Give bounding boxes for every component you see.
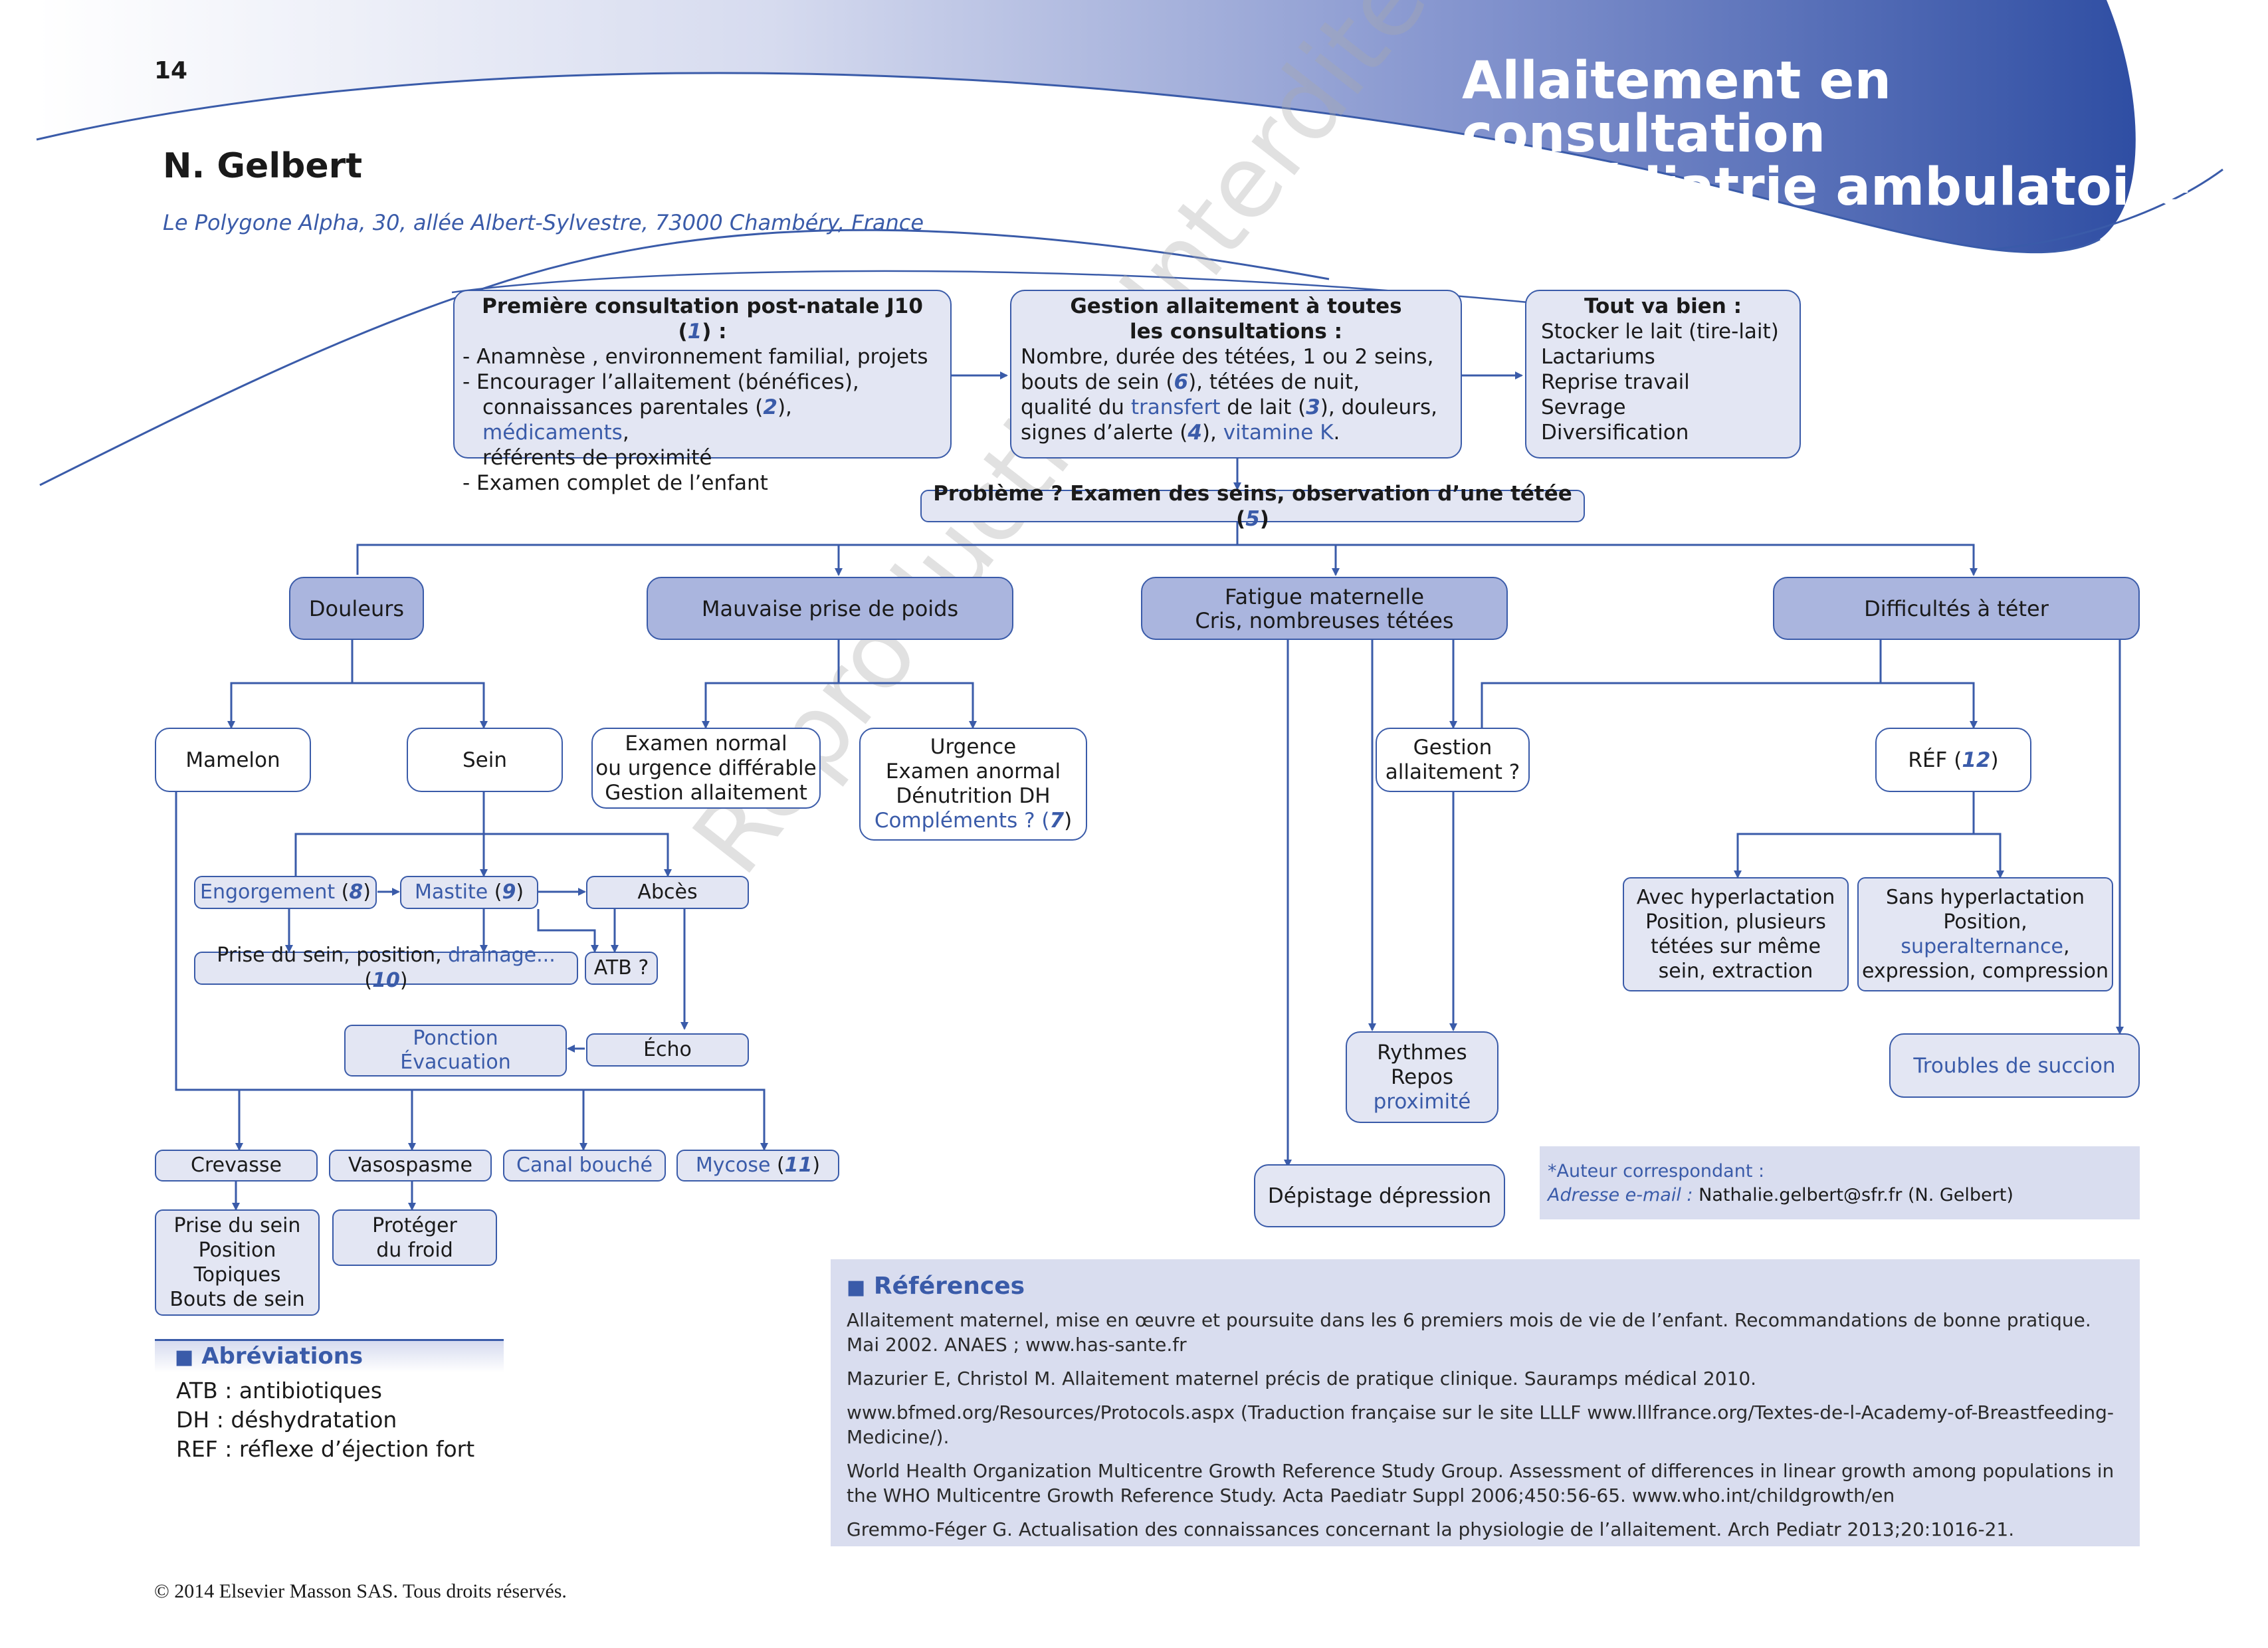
gestion-title-2: les consultations : — [1130, 320, 1342, 344]
copyright: © 2014 Elsevier Masson SAS. Tous droits … — [154, 1580, 567, 1602]
gestion-title-1: Gestion allaitement à toutes — [1070, 294, 1402, 318]
abbreviations-title: ■ Abréviations — [155, 1339, 504, 1372]
email[interactable]: Nathalie.gelbert@sfr.fr (N. Gelbert) — [1699, 1185, 2013, 1205]
reference-item: www.bfmed.org/Resources/Protocols.aspx (… — [847, 1401, 2114, 1448]
mamelon-node: Mamelon — [155, 728, 311, 792]
ref-node: RÉF (12) — [1875, 728, 2031, 792]
ok-item: Lactariums — [1541, 345, 1655, 369]
abbreviation-item: DH : déshydratation — [176, 1407, 397, 1433]
corresponding-author: *Auteur correspondant : Adresse e-mail :… — [1540, 1146, 2140, 1219]
abces-node: Abcès — [586, 876, 749, 909]
sein-node: Sein — [407, 728, 563, 792]
author: N. Gelbert — [163, 146, 363, 186]
gestion-line-1: Nombre, durée des tétées, 1 ou 2 seins, — [1021, 345, 1434, 369]
ok-item: Sevrage — [1541, 395, 1626, 419]
tout-va-bien-title: Tout va bien : — [1584, 294, 1742, 318]
title-line-1: Allaitement en consultation — [1462, 51, 1891, 164]
gestion-line-2: bouts de sein (6), tétées de nuit, — [1021, 370, 1360, 394]
gestion-box: Gestion allaitement à toutes les consult… — [1010, 290, 1462, 459]
ok-item: Diversification — [1541, 421, 1689, 445]
reference-item: Gremmo-Féger G. Actualisation des connai… — [847, 1518, 2015, 1540]
ok-item: Stocker le lait (tire-lait) — [1541, 320, 1779, 344]
first-line-2: - Encourager l’allaitement (bénéfices), — [463, 370, 859, 394]
category-prise-de-poids: Mauvaise prise de poids — [647, 577, 1013, 640]
abbreviation-item: REF : réflexe d’éjection fort — [176, 1436, 475, 1462]
category-difficultes: Difficultés à téter — [1773, 577, 2140, 640]
canal-bouche-node: Canal bouché — [503, 1150, 666, 1182]
first-line-3: connaissances parentales (2), médicament… — [482, 395, 792, 445]
engorgement-node: Engorgement (8) — [194, 876, 377, 909]
crevasse-node: Crevasse — [155, 1150, 318, 1182]
depistage-node: Dépistage dépression — [1254, 1164, 1505, 1227]
troubles-succion-node: Troubles de succion — [1889, 1033, 2140, 1098]
header-wave — [36, 0, 2223, 486]
mycose-node: Mycose (11) — [676, 1150, 839, 1182]
category-douleurs: Douleurs — [289, 577, 424, 640]
first-line-4: référents de proximité — [482, 446, 712, 470]
mastite-node: Mastite (9) — [400, 876, 538, 909]
first-line-5: - Examen complet de l’enfant — [463, 471, 768, 495]
references-panel: ■ Références Allaitement maternel, mise … — [831, 1259, 2140, 1546]
gestion-line-3: qualité du transfert de lait (3), douleu… — [1021, 395, 1437, 419]
email-label: Adresse e-mail : — [1548, 1185, 1693, 1205]
vasospasme-node: Vasospasme — [329, 1150, 492, 1182]
echo-node: Écho — [586, 1033, 749, 1067]
gestion-line-4: signes d’alerte (4), vitamine K. — [1021, 421, 1340, 445]
references-title: ■ Références — [847, 1273, 1025, 1300]
atb-node: ATB ? — [585, 952, 658, 985]
reference-item: Allaitement maternel, mise en œuvre et p… — [847, 1309, 2091, 1356]
page-number: 14 — [154, 57, 188, 84]
abbreviation-item: ATB : antibiotiques — [176, 1378, 382, 1403]
probleme-box: Problème ? Examen des seins, observation… — [920, 482, 1585, 531]
corresponding-label: *Auteur correspondant : — [1548, 1161, 1765, 1182]
ok-item: Reprise travail — [1541, 370, 1690, 394]
reference-item: Mazurier E, Christol M. Allaitement mate… — [847, 1368, 1757, 1390]
page-title: Allaitement en consultation de pédiatrie… — [1462, 54, 2268, 214]
first-consultation-title: Première consultation post-natale J10 (1… — [482, 294, 923, 344]
tout-va-bien-box: Tout va bien : Stocker le lait (tire-lai… — [1525, 290, 1801, 459]
reference-item: World Health Organization Multicentre Gr… — [847, 1460, 2114, 1506]
prise-du-sein-node: Prise du sein, position, drainage... (10… — [194, 944, 578, 992]
first-consultation-box: Première consultation post-natale J10 (1… — [453, 290, 952, 495]
address: Le Polygone Alpha, 30, allée Albert-Sylv… — [163, 210, 924, 235]
first-line-1: - Anamnèse , environnement familial, pro… — [463, 345, 928, 369]
abbreviations-panel: ■ Abréviations ATB : antibiotiques DH : … — [155, 1339, 504, 1479]
title-line-2: de pédiatrie ambulatoire — [1462, 157, 2190, 217]
